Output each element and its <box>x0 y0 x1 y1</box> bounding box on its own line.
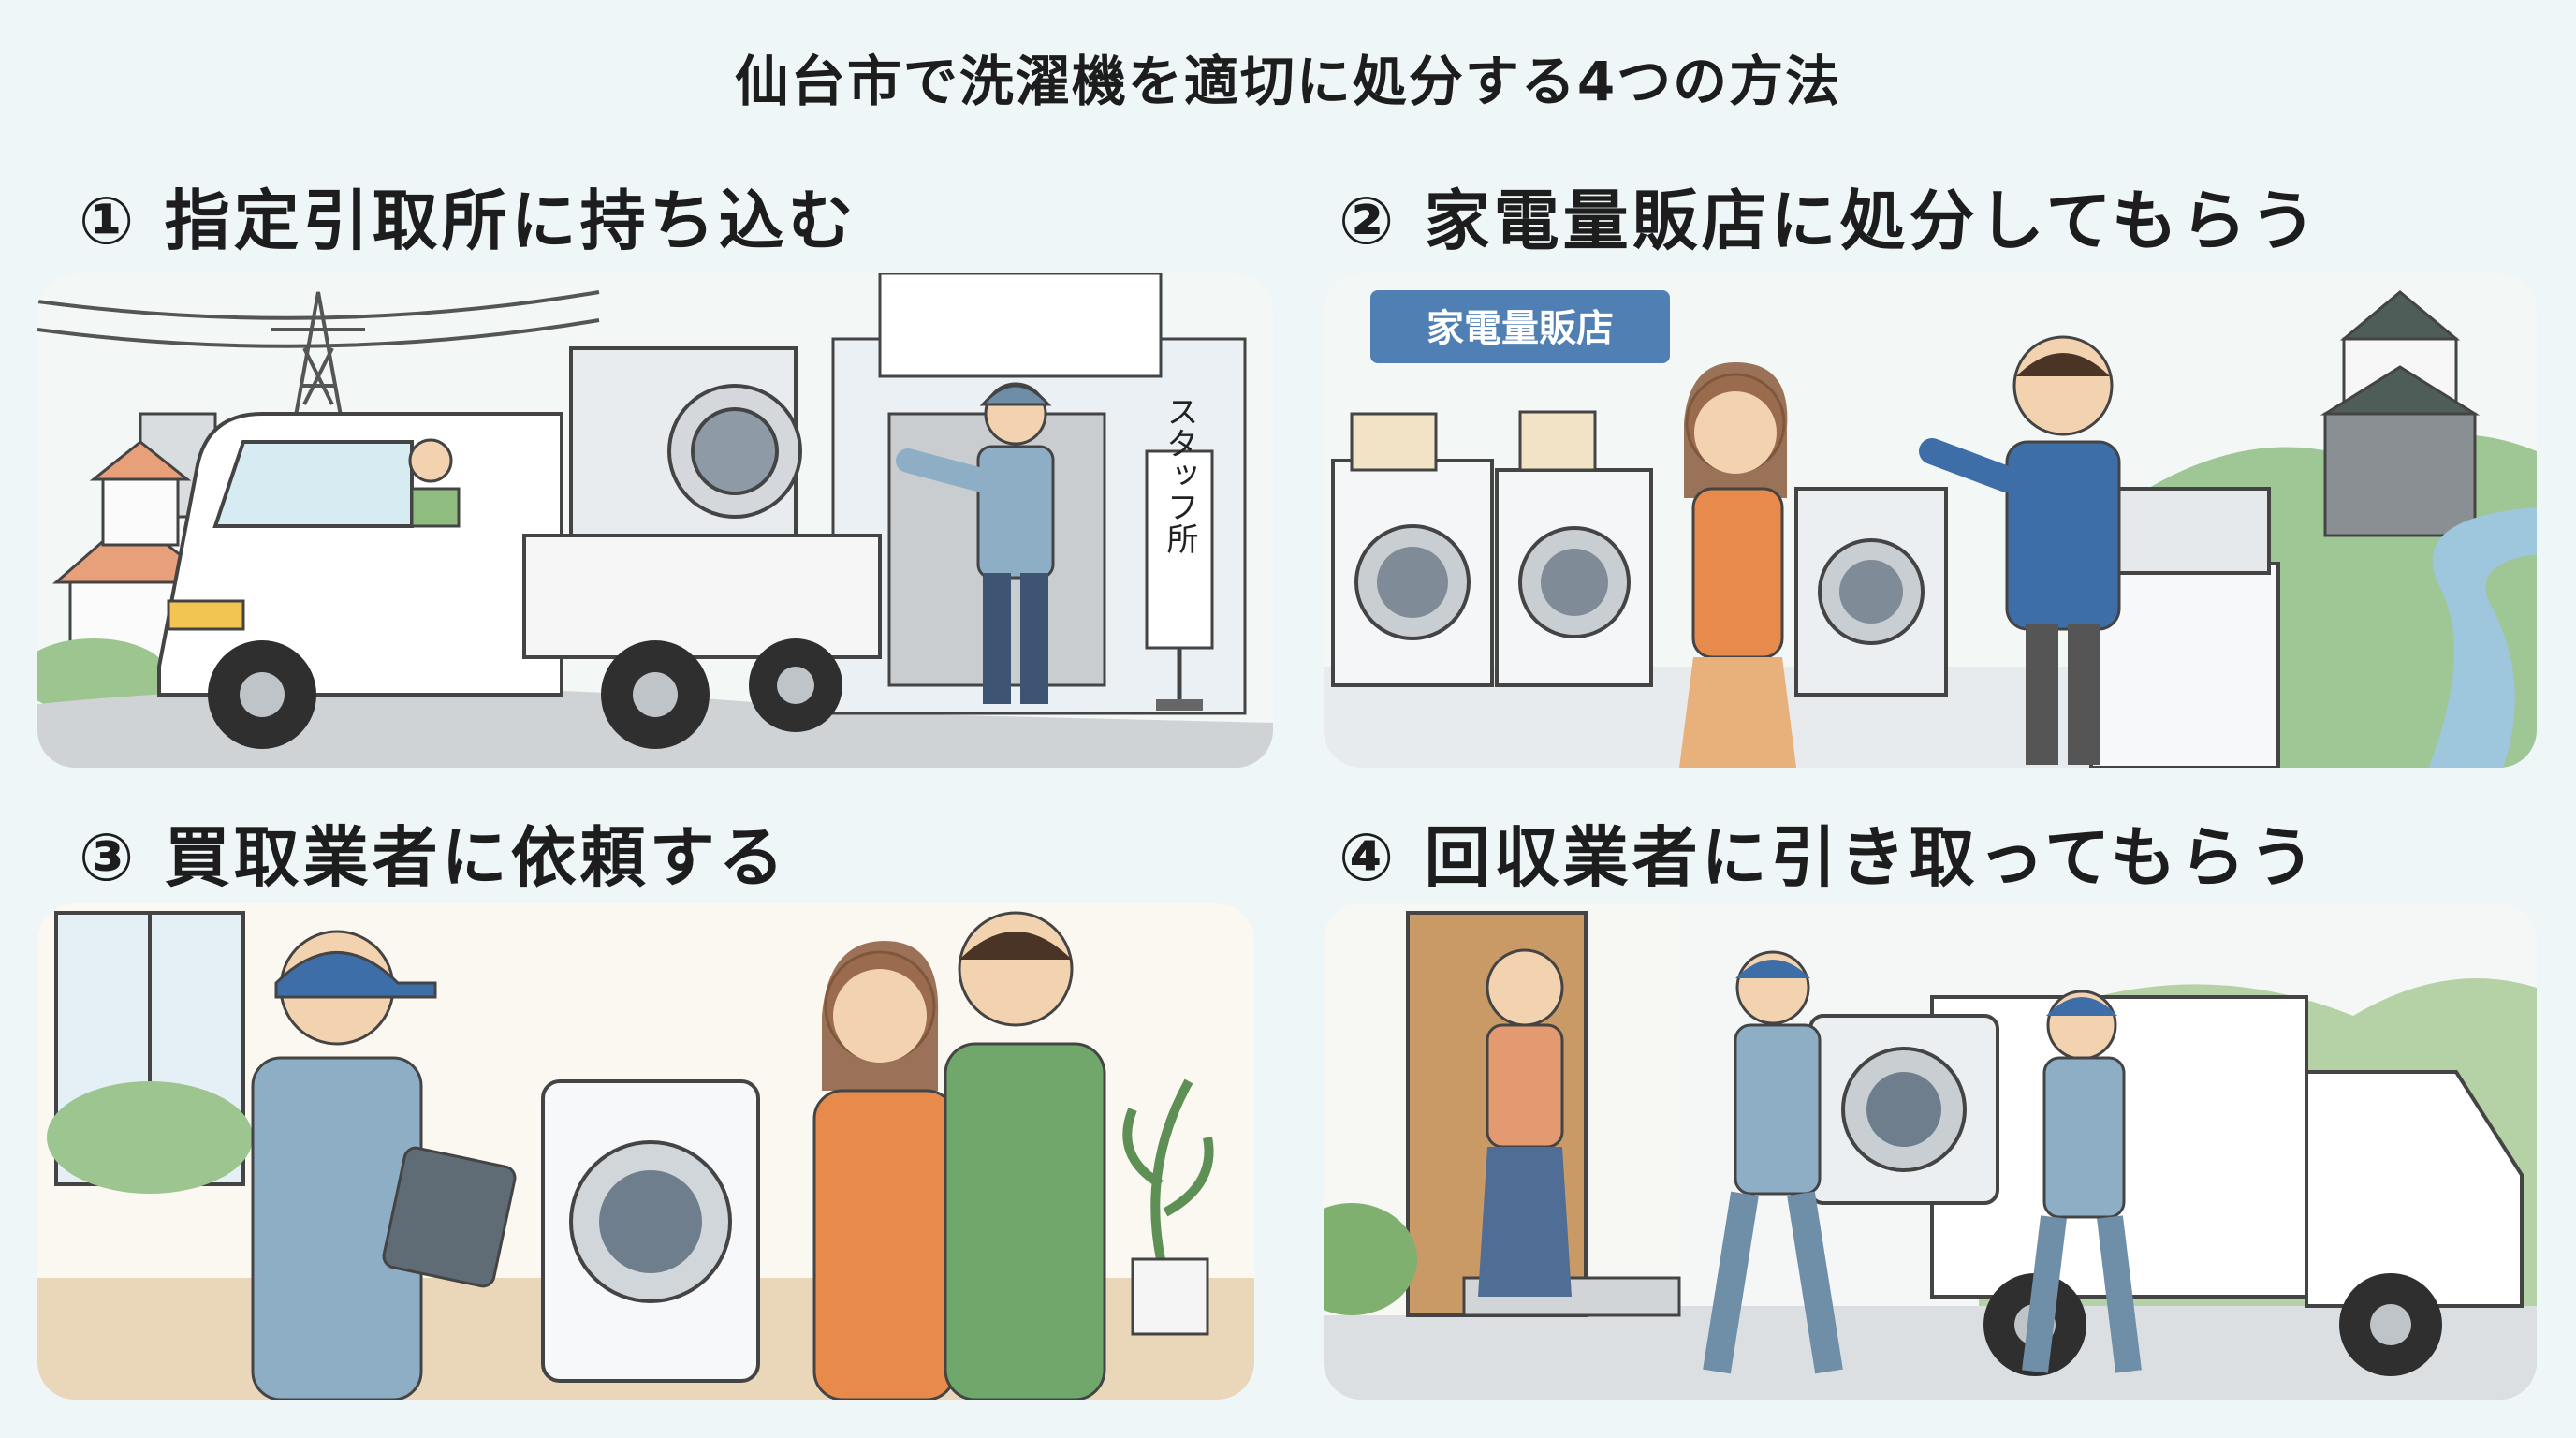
river-illustration <box>2428 507 2537 768</box>
page-title: 仙台市で洗濯機を適切に処分する4つの方法 <box>734 50 1842 113</box>
method-4-heading: ④ 回収業者に引き取ってもらう <box>1339 819 2319 896</box>
castle-illustration <box>2320 290 2481 537</box>
store-sign-text: 家電量販店 <box>1427 307 1614 350</box>
store-staff-illustration <box>1919 335 2121 765</box>
staff-office-sign <box>1145 449 1214 711</box>
resident-woman-illustration <box>1478 948 1572 1297</box>
method-1-heading: ① 指定引取所に持ち込む <box>79 183 857 259</box>
staff-member-illustration <box>896 382 1055 704</box>
appraiser-illustration <box>251 930 517 1400</box>
display-washers-illustration <box>1331 410 2280 768</box>
store-sign <box>1370 290 1670 363</box>
method-2-heading: ② 家電量販店に処分してもらう <box>1339 183 2320 259</box>
power-tower-illustration <box>37 290 600 499</box>
houseplant-illustration <box>1122 1078 1214 1336</box>
staff-office-sign-text: スタッフ所 <box>1161 395 1198 554</box>
panel-collection-company <box>1324 903 2537 1400</box>
window-illustration <box>47 911 253 1194</box>
customer-woman-illustration <box>1679 362 1796 768</box>
panel-buyback-dealer <box>37 903 1254 1400</box>
kei-truck-illustration <box>157 346 882 749</box>
panel-electronics-store: 家電量販店 <box>1324 273 2537 768</box>
drum-washer-illustration <box>541 1079 760 1383</box>
panel-dropoff-site: スタッフ所 <box>37 273 1273 768</box>
happy-couple-illustration <box>812 911 1106 1400</box>
movers-carrying-washer-illustration <box>1703 950 2142 1374</box>
method-3-heading: ③ 買取業者に依頼する <box>79 819 788 896</box>
